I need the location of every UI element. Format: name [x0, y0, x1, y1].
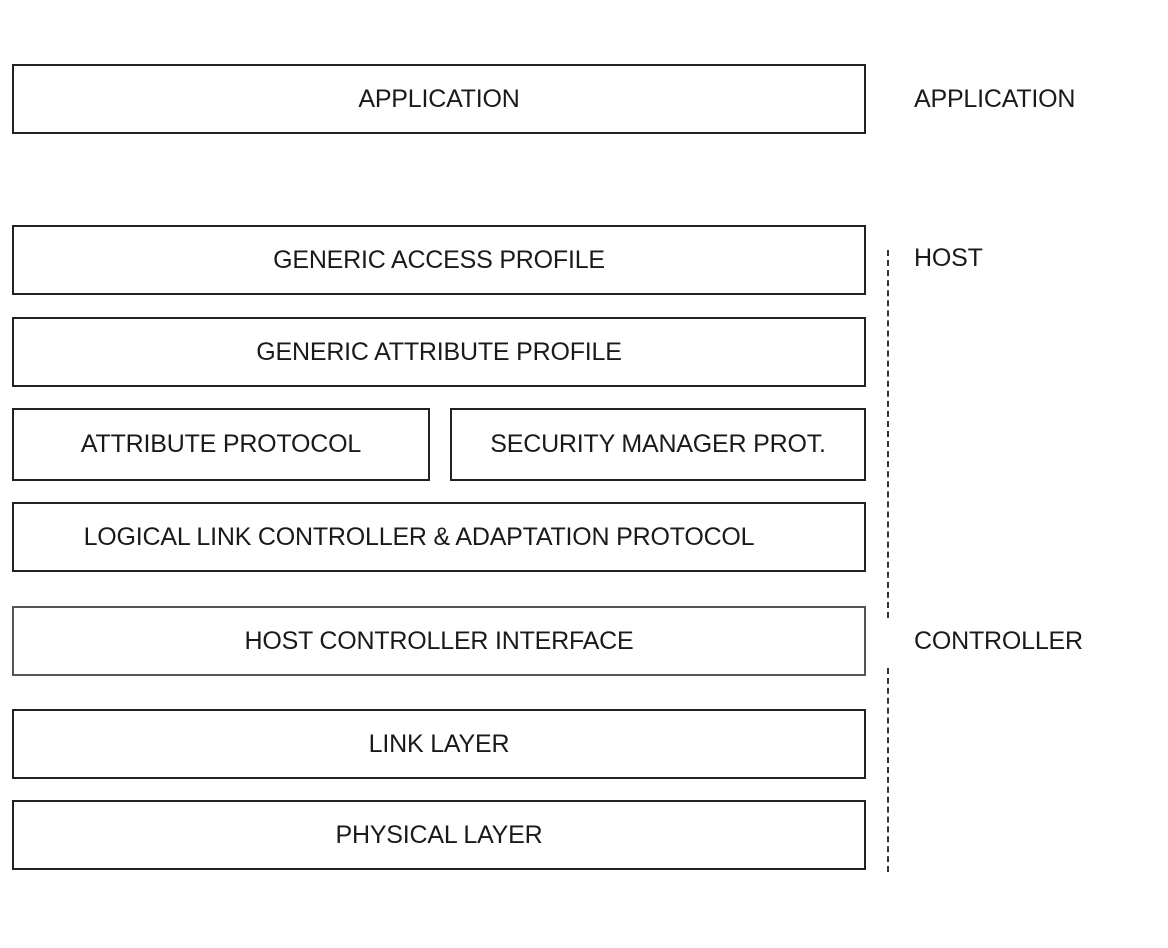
section-label-controller: CONTROLLER	[914, 627, 1083, 655]
security-manager-protocol-box: SECURITY MANAGER PROT.	[450, 408, 866, 481]
attribute-protocol-box: ATTRIBUTE PROTOCOL	[12, 408, 430, 481]
l2cap-box: LOGICAL LINK CONTROLLER & ADAPTATION PRO…	[12, 502, 866, 572]
section-label-host: HOST	[914, 244, 983, 272]
host-controller-interface-label: HOST CONTROLLER INTERFACE	[244, 626, 634, 655]
attribute-protocol-label: ATTRIBUTE PROTOCOL	[80, 430, 362, 458]
generic-attribute-profile-label: GENERIC ATTRIBUTE PROFILE	[256, 337, 622, 366]
application-layer-label: APPLICATION	[358, 84, 520, 113]
l2cap-label: LOGICAL LINK CONTROLLER & ADAPTATION PRO…	[83, 522, 755, 551]
section-label-application: APPLICATION	[914, 85, 1076, 113]
generic-access-profile-box: GENERIC ACCESS PROFILE	[12, 225, 866, 295]
host-controller-interface-box: HOST CONTROLLER INTERFACE	[12, 606, 866, 676]
physical-layer-label: PHYSICAL LAYER	[335, 820, 543, 849]
generic-access-profile-label: GENERIC ACCESS PROFILE	[273, 245, 605, 274]
generic-attribute-profile-box: GENERIC ATTRIBUTE PROFILE	[12, 317, 866, 387]
controller-dashed-line	[887, 668, 889, 872]
host-dashed-line	[887, 250, 889, 618]
application-layer-box: APPLICATION	[12, 64, 866, 134]
physical-layer-box: PHYSICAL LAYER	[12, 800, 866, 870]
link-layer-box: LINK LAYER	[12, 709, 866, 779]
link-layer-label: LINK LAYER	[368, 729, 510, 758]
security-manager-protocol-label: SECURITY MANAGER PROT.	[490, 430, 826, 458]
